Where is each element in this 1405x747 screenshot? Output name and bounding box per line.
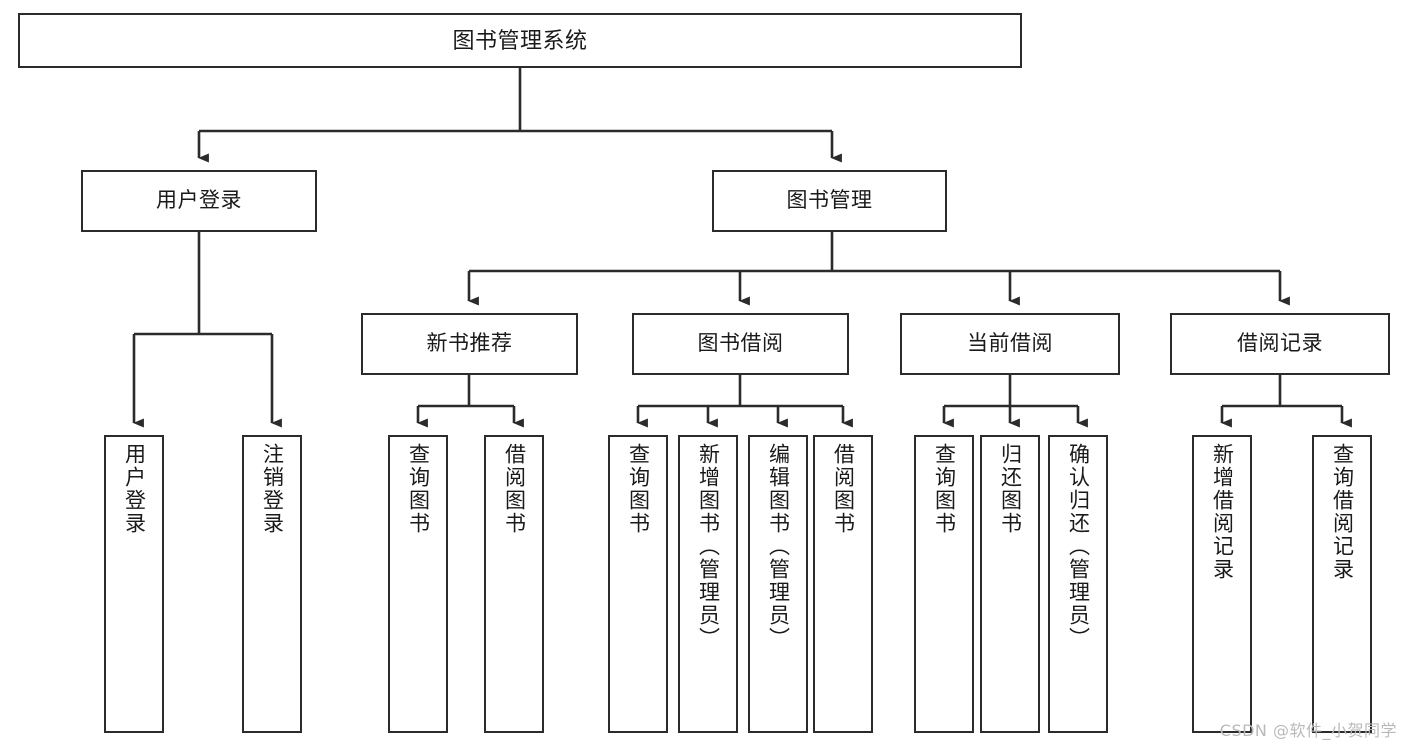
node-user-login-label: 用户登录 — [156, 188, 242, 212]
node-leaf-query-book-borrow[interactable]: 查询图书 — [608, 435, 668, 733]
node-leaf-user-login[interactable]: 用户登录 — [104, 435, 164, 733]
node-leaf-query-borrow-record[interactable]: 查询借阅记录 — [1312, 435, 1372, 733]
node-borrow-record-label: 借阅记录 — [1237, 331, 1323, 355]
node-leaf-borrow-book-label: 借阅图书 — [831, 443, 855, 535]
node-new-book-recommend[interactable]: 新书推荐 — [361, 313, 578, 375]
node-leaf-add-book-label: 新增图书（管理员） — [696, 443, 720, 650]
node-user-login[interactable]: 用户登录 — [81, 170, 317, 232]
node-leaf-query-book-borrow-label: 查询图书 — [626, 443, 650, 535]
node-book-management[interactable]: 图书管理 — [712, 170, 947, 232]
node-leaf-borrow-book-recommend[interactable]: 借阅图书 — [484, 435, 544, 733]
node-leaf-add-book[interactable]: 新增图书（管理员） — [678, 435, 738, 733]
node-leaf-add-borrow-record[interactable]: 新增借阅记录 — [1192, 435, 1252, 733]
node-leaf-query-book-recommend-label: 查询图书 — [406, 443, 430, 535]
node-leaf-confirm-return-label: 确认归还（管理员） — [1066, 443, 1090, 650]
node-leaf-add-borrow-record-label: 新增借阅记录 — [1210, 443, 1234, 581]
node-leaf-edit-book[interactable]: 编辑图书（管理员） — [748, 435, 808, 733]
node-leaf-confirm-return[interactable]: 确认归还（管理员） — [1048, 435, 1108, 733]
node-leaf-query-book-current-label: 查询图书 — [932, 443, 956, 535]
node-leaf-user-logout-label: 注销登录 — [260, 443, 284, 535]
node-leaf-edit-book-label: 编辑图书（管理员） — [766, 443, 790, 650]
node-new-book-recommend-label: 新书推荐 — [426, 331, 513, 355]
node-leaf-return-book-label: 归还图书 — [998, 443, 1022, 535]
node-leaf-borrow-book[interactable]: 借阅图书 — [813, 435, 873, 733]
csdn-watermark: CSDN @软件_小贺同学 — [1219, 721, 1397, 740]
node-leaf-return-book[interactable]: 归还图书 — [980, 435, 1040, 733]
node-book-borrow[interactable]: 图书借阅 — [632, 313, 849, 375]
node-leaf-query-book-current[interactable]: 查询图书 — [914, 435, 974, 733]
node-root[interactable]: 图书管理系统 — [18, 13, 1022, 68]
node-leaf-user-logout[interactable]: 注销登录 — [242, 435, 302, 733]
node-current-borrow-label: 当前借阅 — [967, 331, 1053, 355]
node-leaf-user-login-label: 用户登录 — [122, 443, 146, 535]
node-book-management-label: 图书管理 — [786, 188, 873, 212]
node-root-label: 图书管理系统 — [452, 27, 588, 53]
node-book-borrow-label: 图书借阅 — [697, 331, 784, 355]
node-leaf-query-book-recommend[interactable]: 查询图书 — [388, 435, 448, 733]
node-current-borrow[interactable]: 当前借阅 — [900, 313, 1120, 375]
node-leaf-query-borrow-record-label: 查询借阅记录 — [1330, 443, 1354, 581]
node-borrow-record[interactable]: 借阅记录 — [1170, 313, 1390, 375]
node-leaf-borrow-book-recommend-label: 借阅图书 — [502, 443, 526, 535]
